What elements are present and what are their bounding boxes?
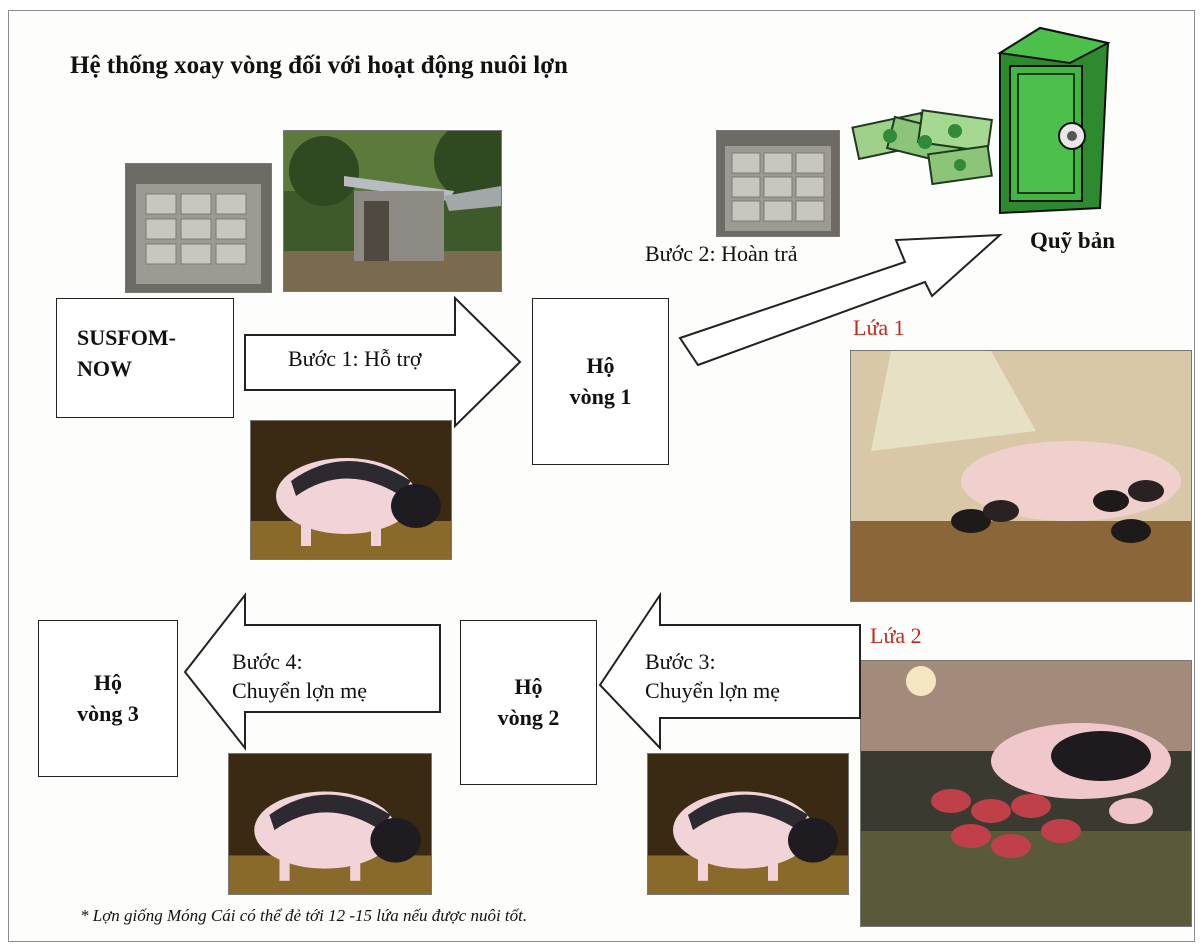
- ho2-label-line2: vòng 2: [498, 703, 560, 734]
- ho3-label-line1: Hộ: [94, 668, 122, 699]
- step-4-label: Bước 4: Chuyển lợn mẹ: [232, 648, 367, 705]
- household-round-1-box: Hộ vòng 1: [532, 298, 669, 465]
- household-round-3-box: Hộ vòng 3: [38, 620, 178, 777]
- step-2-label: Bước 2: Hoàn trả: [645, 240, 797, 269]
- step-3-label-line2: Chuyển lợn mẹ: [645, 677, 780, 706]
- ho2-label-line1: Hộ: [514, 672, 542, 703]
- ho3-label-line2: vòng 3: [77, 699, 139, 730]
- litter-2-label: Lứa 2: [870, 622, 922, 651]
- household-round-2-box: Hộ vòng 2: [460, 620, 597, 785]
- litter-1-label: Lứa 1: [853, 314, 905, 343]
- village-fund-label: Quỹ bản: [1030, 228, 1115, 254]
- step-4-label-line1: Bước 4:: [232, 648, 367, 677]
- ho1-label-line2: vòng 1: [570, 382, 632, 413]
- step-3-label-line1: Bước 3:: [645, 648, 780, 677]
- step-1-label: Bước 1: Hỗ trợ: [288, 345, 422, 374]
- footnote: * Lợn giống Móng Cái có thể đẻ tới 12 -1…: [80, 906, 527, 926]
- susfom-label-line1: SUSFOM-: [77, 323, 233, 354]
- step-4-label-line2: Chuyển lợn mẹ: [232, 677, 367, 706]
- susfom-label-line2: NOW: [77, 354, 233, 385]
- susfom-now-box: SUSFOM- NOW: [56, 298, 234, 418]
- step-3-label: Bước 3: Chuyển lợn mẹ: [645, 648, 780, 705]
- ho1-label-line1: Hộ: [586, 351, 614, 382]
